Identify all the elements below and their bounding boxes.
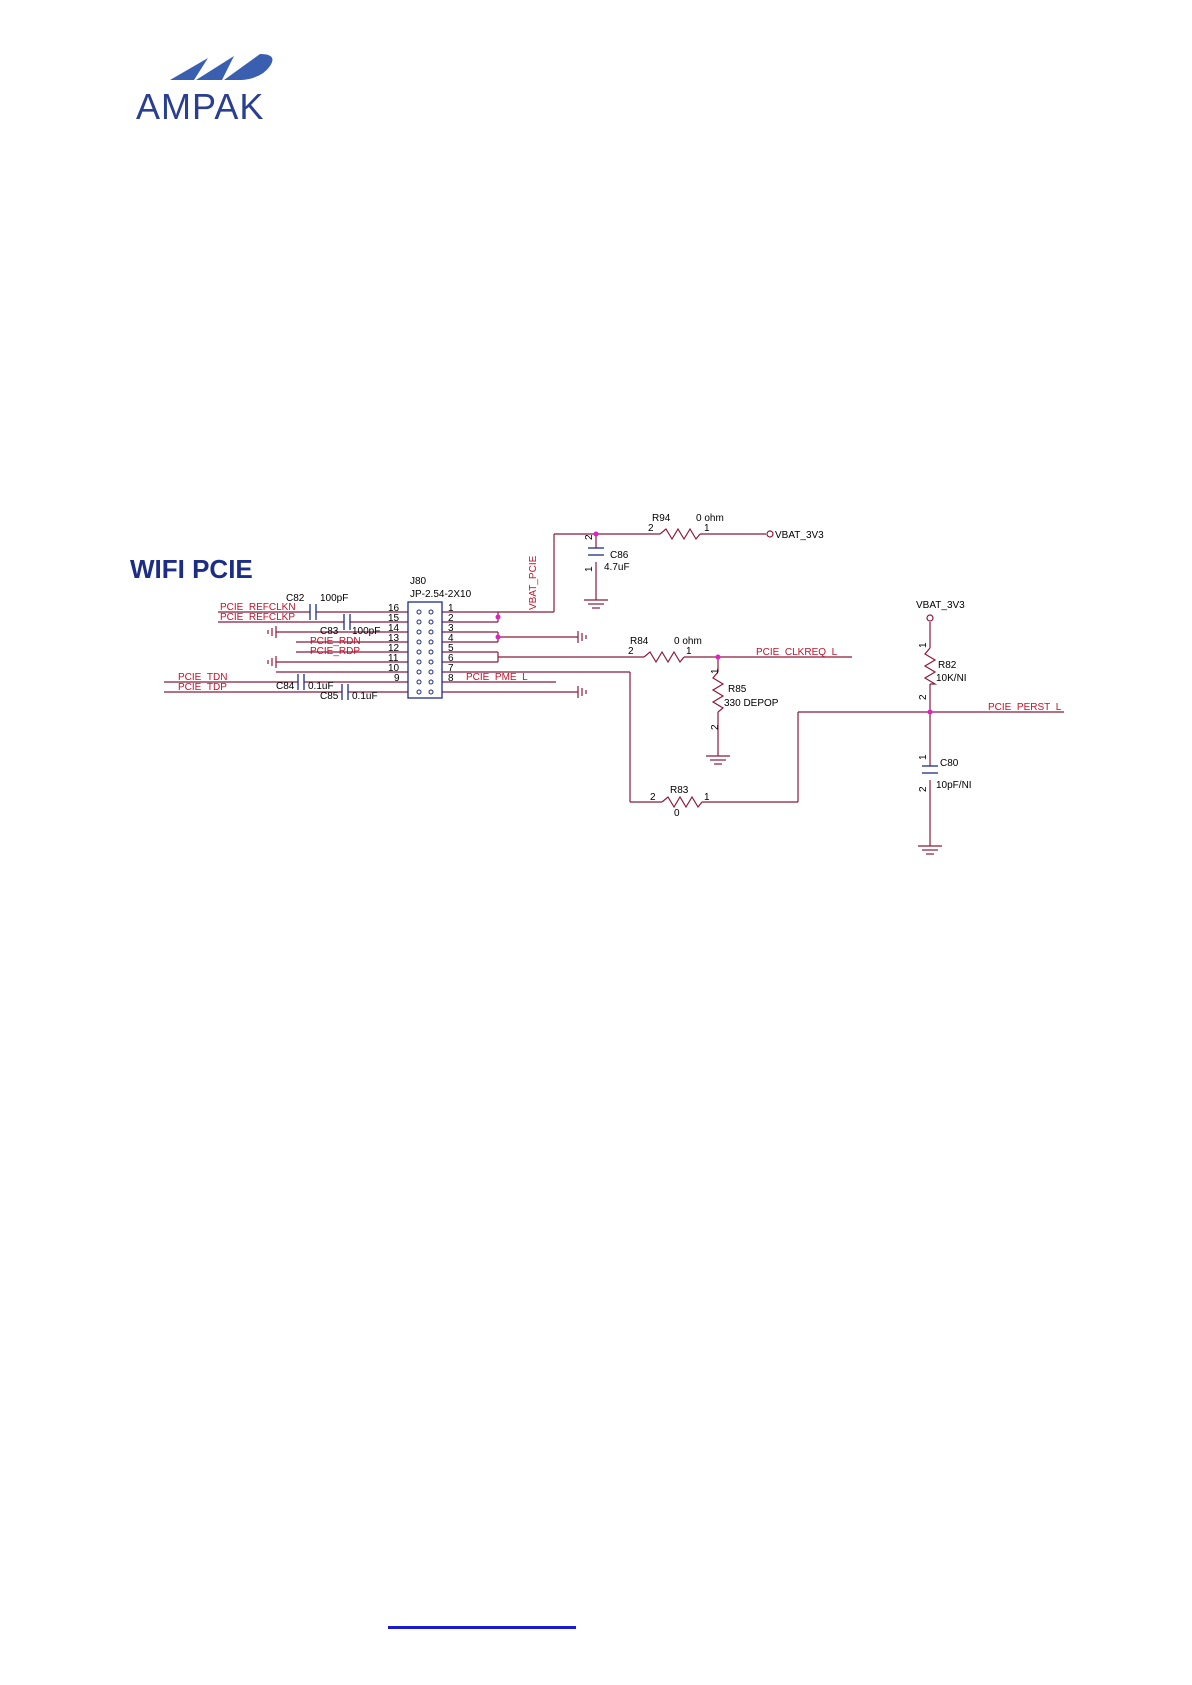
connector-part: JP-2.54-2X10 xyxy=(410,589,472,600)
pin-6: 6 xyxy=(448,653,454,664)
ampak-logo-icon xyxy=(170,54,273,80)
ground-icon xyxy=(706,755,730,765)
r83-value: 0 xyxy=(674,808,680,819)
connector-right-pin-numbers: 1 2 3 4 5 6 7 8 xyxy=(448,603,454,684)
c80-ref: C80 xyxy=(940,758,959,769)
ground-icon xyxy=(918,845,942,855)
c80-pin-1: 1 xyxy=(918,754,929,760)
r84-value: 0 ohm xyxy=(674,636,702,647)
c84-ref: C84 xyxy=(276,681,295,692)
r84-pin-1: 1 xyxy=(686,646,692,657)
pin-3: 3 xyxy=(448,623,454,634)
r85-pin-1: 1 xyxy=(710,668,721,674)
r94-ref: R94 xyxy=(652,513,671,524)
r82-pin-1: 1 xyxy=(918,642,929,648)
pin-8: 8 xyxy=(448,673,454,684)
pin-1: 1 xyxy=(448,603,454,614)
r85-ref: R85 xyxy=(728,684,747,695)
net-tdn: PCIE_TDN xyxy=(178,672,227,683)
pin-15: 15 xyxy=(388,613,400,624)
pin-11: 11 xyxy=(388,653,399,664)
net-refclkn: PCIE_REFCLKN xyxy=(220,602,296,613)
c86-value: 4.7uF xyxy=(604,562,630,573)
net-clkreq: PCIE_CLKREQ_L xyxy=(756,647,838,658)
net-vbat-pcie: VBAT_PCIE xyxy=(528,555,539,610)
c80-value: 10pF/NI xyxy=(936,780,972,791)
ground-icon xyxy=(267,656,277,668)
net-vbat-3v3-top: VBAT_3V3 xyxy=(775,530,824,541)
net-refclkp: PCIE_REFCLKP xyxy=(220,612,295,623)
r82-pin-2: 2 xyxy=(918,694,929,700)
pin-5: 5 xyxy=(448,643,454,654)
c86-ref: C86 xyxy=(610,550,629,561)
net-rdp: PCIE_RDP xyxy=(310,646,360,657)
r85-pin-2: 2 xyxy=(710,724,721,730)
ground-icon xyxy=(577,686,587,698)
r84-ref: R84 xyxy=(630,636,649,647)
r83-pin-2: 2 xyxy=(650,792,656,803)
pin-4: 4 xyxy=(448,633,454,644)
r82-value: 10K/NI xyxy=(936,673,967,684)
net-perst: PCIE_PERST_L xyxy=(988,702,1062,713)
net-rdn: PCIE_RDN xyxy=(310,636,361,647)
ground-symbols xyxy=(267,599,942,855)
net-tdp: PCIE_TDP xyxy=(178,682,227,693)
c83-value: 100pF xyxy=(352,626,380,637)
ground-icon xyxy=(584,599,608,609)
c82-ref: C82 xyxy=(286,593,305,604)
c85-ref: C85 xyxy=(320,691,339,702)
pin-9: 9 xyxy=(394,673,400,684)
net-pme: PCIE_PME_L xyxy=(466,672,528,683)
section-title: WIFI PCIE xyxy=(130,554,253,584)
c80-pin-2: 2 xyxy=(918,786,929,792)
net-vbat-3v3-right: VBAT_3V3 xyxy=(916,600,965,611)
c84-value: 0.1uF xyxy=(308,681,334,692)
r84-pin-2: 2 xyxy=(628,646,634,657)
ground-icon xyxy=(577,631,587,643)
connector-left-pin-numbers: 16 15 14 13 12 11 10 9 xyxy=(388,603,400,684)
ground-icon xyxy=(267,626,277,638)
pin-10: 10 xyxy=(388,663,400,674)
pin-13: 13 xyxy=(388,633,400,644)
r83-ref: R83 xyxy=(670,785,689,796)
pin-14: 14 xyxy=(388,623,400,634)
footer-link-underline[interactable] xyxy=(388,1626,576,1629)
c82-value: 100pF xyxy=(320,593,348,604)
c86-pin-1: 1 xyxy=(584,566,595,572)
r83-pin-1: 1 xyxy=(704,792,710,803)
logo-text: AMPAK xyxy=(136,86,265,127)
r94-value: 0 ohm xyxy=(696,513,724,524)
pin-2: 2 xyxy=(448,613,454,624)
c83-ref: C83 xyxy=(320,626,339,637)
pin-16: 16 xyxy=(388,603,400,614)
c86-pin-2: 2 xyxy=(584,534,595,540)
pin-7: 7 xyxy=(448,663,454,674)
r85-value: 330 DEPOP xyxy=(724,698,779,709)
connector-ref: J80 xyxy=(410,576,427,587)
pin-12: 12 xyxy=(388,643,400,654)
r94-pin-1: 1 xyxy=(704,523,710,534)
r94-pin-2: 2 xyxy=(648,523,654,534)
r82-ref: R82 xyxy=(938,660,957,671)
c85-value: 0.1uF xyxy=(352,691,378,702)
